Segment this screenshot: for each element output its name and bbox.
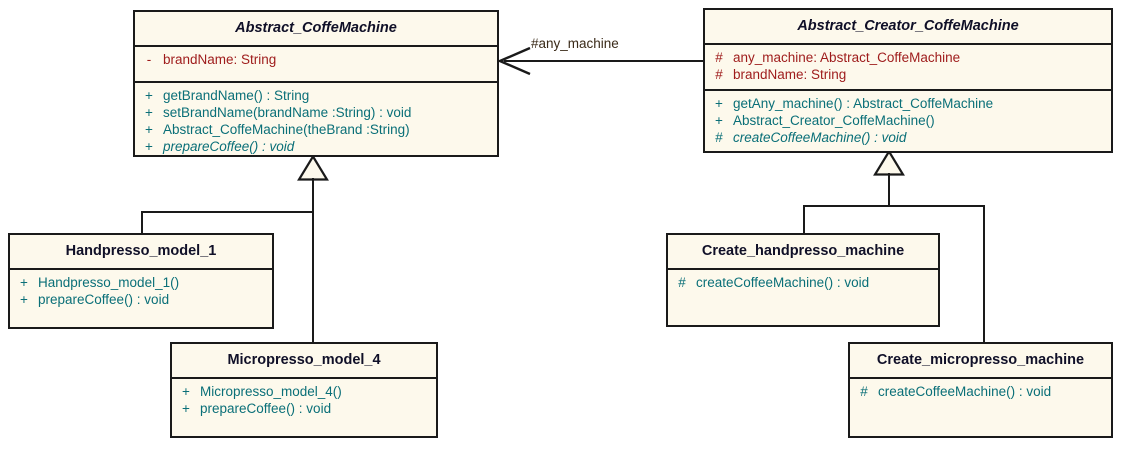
operations-compartment-handpresso-model-1: + Handpresso_model_1() + prepareCoffee()… [10,270,272,312]
visibility-marker: + [182,383,190,399]
operation-row: + Abstract_CoffeMachine(theBrand :String… [135,121,497,138]
class-separator [705,42,1111,45]
attribute-signature: any_machine: Abstract_CoffeMachine [733,49,961,65]
class-title-micropresso-model-4: Micropresso_model_4 [227,352,381,368]
operation-row: + getBrandName() : String [135,87,497,104]
visibility-marker: + [145,87,153,103]
class-title-handpresso-model-1: Handpresso_model_1 [65,243,217,259]
class-separator [172,376,436,379]
generalization-stem-left [312,178,314,213]
class-title-abstract-coffemachine: Abstract_CoffeMachine [235,20,397,36]
class-box-create-handpresso-machine[interactable]: Create_handpresso_machine # createCoffee… [666,233,940,327]
visibility-marker: + [715,112,723,128]
operation-signature: Handpresso_model_1() [38,274,180,290]
generalization-drop-micropresso [312,211,314,343]
class-separator [850,376,1111,379]
class-separator [135,44,497,47]
association-label-any-machine: #any_machine [531,36,619,51]
operation-signature: prepareCoffee() : void [38,291,170,307]
generalization-drop-handpresso [141,211,143,235]
operation-signature: prepareCoffee() : void [163,138,295,154]
operation-row: + prepareCoffee() : void [172,400,436,417]
operation-row: + prepareCoffee() : void [135,138,497,155]
operation-signature: createCoffeeMachine() : void [878,383,1052,399]
visibility-marker: # [715,49,723,65]
attribute-row: # brandName: String [705,66,1111,83]
association-line-any-machine [504,60,704,62]
operation-signature: createCoffeeMachine() : void [696,274,870,290]
operation-signature: Abstract_Creator_CoffeMachine() [733,112,935,128]
generalization-bar-right [803,205,985,207]
visibility-marker: # [715,129,723,145]
operation-signature: getBrandName() : String [163,87,310,103]
class-box-create-micropresso-machine[interactable]: Create_micropresso_machine # createCoffe… [848,342,1113,438]
class-separator [705,88,1111,91]
visibility-marker: + [20,291,28,307]
association-arrowhead-open [498,46,532,76]
generalization-drop-create-micropresso [983,205,985,343]
visibility-marker: - [146,51,152,67]
operations-compartment-create-micropresso-machine: # createCoffeeMachine() : void [850,379,1111,404]
operation-row: + prepareCoffee() : void [10,291,272,308]
visibility-marker: # [678,274,686,290]
operations-compartment-micropresso-model-4: + Micropresso_model_4() + prepareCoffee(… [172,379,436,421]
operation-row: # createCoffeeMachine() : void [850,383,1111,400]
visibility-marker: + [145,138,153,154]
operation-row: + Micropresso_model_4() [172,383,436,400]
class-separator [10,267,272,270]
operation-row: + Handpresso_model_1() [10,274,272,291]
generalization-bar-left [141,211,314,213]
operation-row: + getAny_machine() : Abstract_CoffeMachi… [705,95,1111,112]
class-box-abstract-coffemachine[interactable]: Abstract_CoffeMachine - brandName: Strin… [133,10,499,157]
visibility-marker: + [182,400,190,416]
operation-signature: prepareCoffee() : void [200,400,332,416]
class-box-micropresso-model-4[interactable]: Micropresso_model_4 + Micropresso_model_… [170,342,438,438]
generalization-drop-create-handpresso [803,205,805,235]
operation-row: + setBrandName(brandName :String) : void [135,104,497,121]
operations-compartment-abstract-coffemachine: + getBrandName() : String + setBrandName… [135,83,497,159]
visibility-marker: + [20,274,28,290]
attribute-signature: brandName: String [163,51,277,67]
class-box-handpresso-model-1[interactable]: Handpresso_model_1 + Handpresso_model_1(… [8,233,274,329]
visibility-marker: # [860,383,868,399]
generalization-stem-right [888,173,890,207]
operation-signature: getAny_machine() : Abstract_CoffeMachine [733,95,994,111]
operation-signature: createCoffeeMachine() : void [733,129,907,145]
class-separator [135,80,497,83]
operation-row: # createCoffeeMachine() : void [668,274,938,291]
operations-compartment-abstract-creator-coffemachine: + getAny_machine() : Abstract_CoffeMachi… [705,91,1111,150]
operation-signature: Abstract_CoffeMachine(theBrand :String) [163,121,410,137]
class-title-create-handpresso-machine: Create_handpresso_machine [701,243,905,259]
visibility-marker: + [145,121,153,137]
attribute-row: - brandName: String [135,51,497,68]
operation-row: + Abstract_Creator_CoffeMachine() [705,112,1111,129]
attributes-compartment-abstract-creator-coffemachine: # any_machine: Abstract_CoffeMachine # b… [705,45,1111,89]
operation-signature: Micropresso_model_4() [200,383,342,399]
attribute-signature: brandName: String [733,66,847,82]
class-title-abstract-creator-coffemachine: Abstract_Creator_CoffeMachine [797,18,1019,34]
class-box-abstract-creator-coffemachine[interactable]: Abstract_Creator_CoffeMachine # any_mach… [703,8,1113,153]
visibility-marker: + [145,104,153,120]
class-title-create-micropresso-machine: Create_micropresso_machine [876,352,1085,368]
visibility-marker: + [715,95,723,111]
operation-signature: setBrandName(brandName :String) : void [163,104,412,120]
visibility-marker: # [715,66,723,82]
attributes-compartment-abstract-coffemachine: - brandName: String [135,47,497,81]
operations-compartment-create-handpresso-machine: # createCoffeeMachine() : void [668,270,938,295]
class-separator [668,267,938,270]
operation-row: # createCoffeeMachine() : void [705,129,1111,146]
attribute-row: # any_machine: Abstract_CoffeMachine [705,49,1111,66]
